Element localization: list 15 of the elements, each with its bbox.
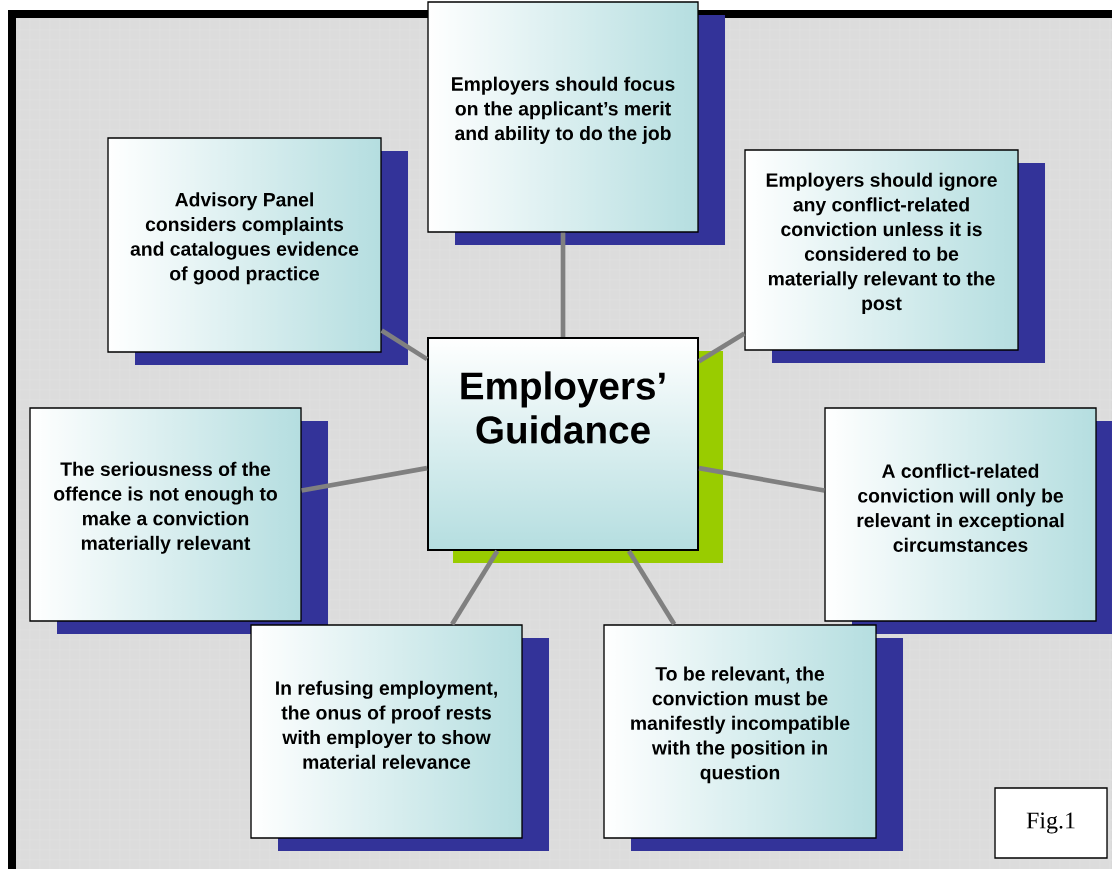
title-box: Employers’ Guidance (427, 337, 723, 563)
figure-label-box: Fig.1 (994, 787, 1108, 859)
text-box: A conflict-related conviction will only be relevant in exceptional circumstances (824, 407, 1112, 634)
connector-line (697, 331, 746, 364)
text-box: Employers should ignore any conflict-related conviction unless it is considered to be materially relevant to the post (744, 149, 1045, 363)
text-box: Advisory Panel considers complaints and catalogues evidence of good practice (107, 137, 408, 365)
connector-line (450, 549, 500, 626)
text-box: Employers should focus on the applicant’s merit and ability to do the job (427, 1, 725, 245)
text-box: The seriousness of the offence is not enough to make a conviction materially relevant (29, 407, 328, 634)
connector-line (698, 465, 825, 493)
connector-line (626, 549, 677, 626)
text-box: To be relevant, the conviction must be manifestly incompatible with the position in question (603, 624, 903, 851)
text-box: In refusing employment, the onus of proof rests with employer to show material relevance (250, 624, 549, 851)
connector-line (560, 232, 566, 337)
connector-line (301, 465, 428, 493)
